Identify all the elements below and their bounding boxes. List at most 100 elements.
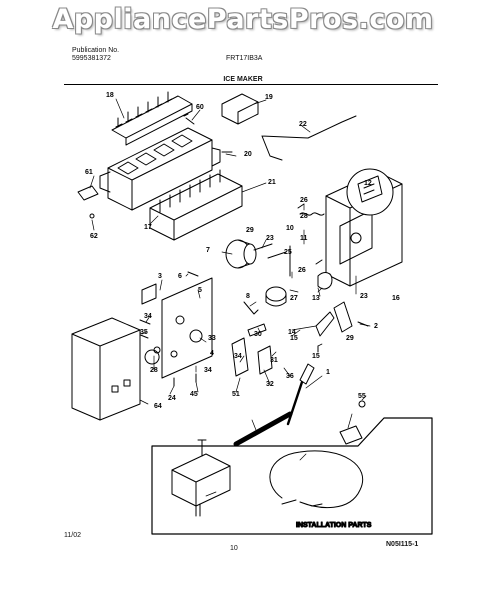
callout: 21 <box>268 179 276 186</box>
page-number: 10 <box>230 545 238 552</box>
motor <box>225 239 257 269</box>
leader-lines <box>89 98 371 497</box>
callout: 26 <box>300 197 308 204</box>
callout: 15 <box>290 335 298 342</box>
gear-4-hub <box>153 346 161 354</box>
screw-23 <box>267 251 287 259</box>
footer-code: N05I115-1 <box>386 541 419 548</box>
callout: 34 <box>204 367 212 374</box>
callout: 34 <box>234 353 242 360</box>
callout: 25 <box>284 249 292 256</box>
spring-11 <box>299 212 325 216</box>
callout: 23 <box>360 293 368 300</box>
contact-8 <box>243 301 259 315</box>
model-number: FRT17IB3A <box>226 55 263 62</box>
lever-14 <box>315 311 335 337</box>
cam-gear-27 <box>265 286 287 307</box>
callout: 28 <box>150 367 158 374</box>
callout: 30 <box>254 331 262 338</box>
callout: 45 <box>190 391 198 398</box>
callout: 8 <box>246 293 250 300</box>
screws-28-34 <box>173 373 197 387</box>
callout: 62 <box>90 233 98 240</box>
callout: 15 <box>312 353 320 360</box>
callout: 1 <box>326 369 330 376</box>
callout: 17 <box>144 224 152 231</box>
callout: 55 <box>358 393 366 400</box>
switch-31 <box>257 345 273 375</box>
callout-numbers: 18 60 19 22 20 21 61 17 62 12 26 28 10 1… <box>85 92 400 410</box>
callout: 3 <box>158 273 162 280</box>
gear-4 <box>144 349 160 365</box>
callout: 29 <box>246 227 254 234</box>
callout: 2 <box>374 323 378 330</box>
water-valve-55 <box>171 439 231 517</box>
screw-60 <box>183 113 195 125</box>
callout: 29 <box>346 335 354 342</box>
callout: 10 <box>286 225 294 232</box>
shut-off-arm-13 <box>317 272 333 290</box>
callout: 36 <box>286 373 294 380</box>
shut-off-arm-wire <box>261 115 357 161</box>
callout: 24 <box>168 395 176 402</box>
wire-harness <box>357 175 383 203</box>
callout: 27 <box>290 295 298 302</box>
mounting-plate <box>161 277 213 379</box>
callout: 19 <box>265 94 273 101</box>
footer-date: 11/02 <box>64 532 81 539</box>
installation-parts-box <box>151 417 433 535</box>
screw-62 <box>89 213 95 219</box>
bracket-33 <box>231 337 249 377</box>
ejector-blade-assembly <box>111 91 193 146</box>
callout: 4 <box>210 350 214 357</box>
callout: 64 <box>154 403 162 410</box>
screw-6 <box>187 271 199 277</box>
watermark: AppliancePartsPros.com <box>52 4 434 35</box>
callout: 26 <box>298 267 306 274</box>
callout: 61 <box>85 169 93 176</box>
callout: 32 <box>266 381 274 388</box>
callout: 11 <box>300 235 308 242</box>
front-cover <box>71 317 141 421</box>
callout: 35 <box>140 329 148 336</box>
callout: 20 <box>244 151 252 158</box>
callout: 6 <box>178 273 182 280</box>
water-line-1 <box>269 450 364 509</box>
ice-mold <box>99 127 221 211</box>
callout: 34 <box>144 313 152 320</box>
insulator-3 <box>141 283 157 305</box>
thermostat-30 <box>247 323 267 337</box>
callout: 31 <box>270 357 278 364</box>
fill-tube-24 <box>286 374 306 426</box>
screw-45 <box>358 400 366 408</box>
fill-tube-24-nut <box>299 363 315 385</box>
screw-20 <box>219 149 233 155</box>
callout: 23 <box>266 235 274 242</box>
bracket-61 <box>77 185 99 201</box>
clip-26 <box>297 203 323 265</box>
callout: 13 <box>312 295 320 302</box>
callout: 22 <box>299 121 307 128</box>
publication-number: 5995381372 <box>72 55 111 62</box>
arm-15 <box>333 301 353 333</box>
callout: 5 <box>198 287 202 294</box>
callout: 60 <box>196 104 204 111</box>
screw-29 <box>253 243 273 251</box>
publication-label: Publication No. <box>72 47 120 54</box>
section-title: ICE MAKER <box>223 76 263 83</box>
callout: 28 <box>300 213 308 220</box>
header-rule <box>64 84 438 85</box>
callout: 12 <box>364 180 372 187</box>
callout: 33 <box>208 335 216 342</box>
callout: 14 <box>288 329 296 336</box>
mold-cover <box>221 93 259 125</box>
callout: 7 <box>206 247 210 254</box>
clamp-64 <box>339 425 363 445</box>
fill-cup-51 <box>233 411 293 447</box>
callout: 16 <box>392 295 400 302</box>
shut-off-arm-cover <box>149 169 243 241</box>
callout: 18 <box>106 92 114 99</box>
callout: 51 <box>232 391 240 398</box>
installation-parts-label: INSTALLATION PARTS <box>296 522 372 529</box>
